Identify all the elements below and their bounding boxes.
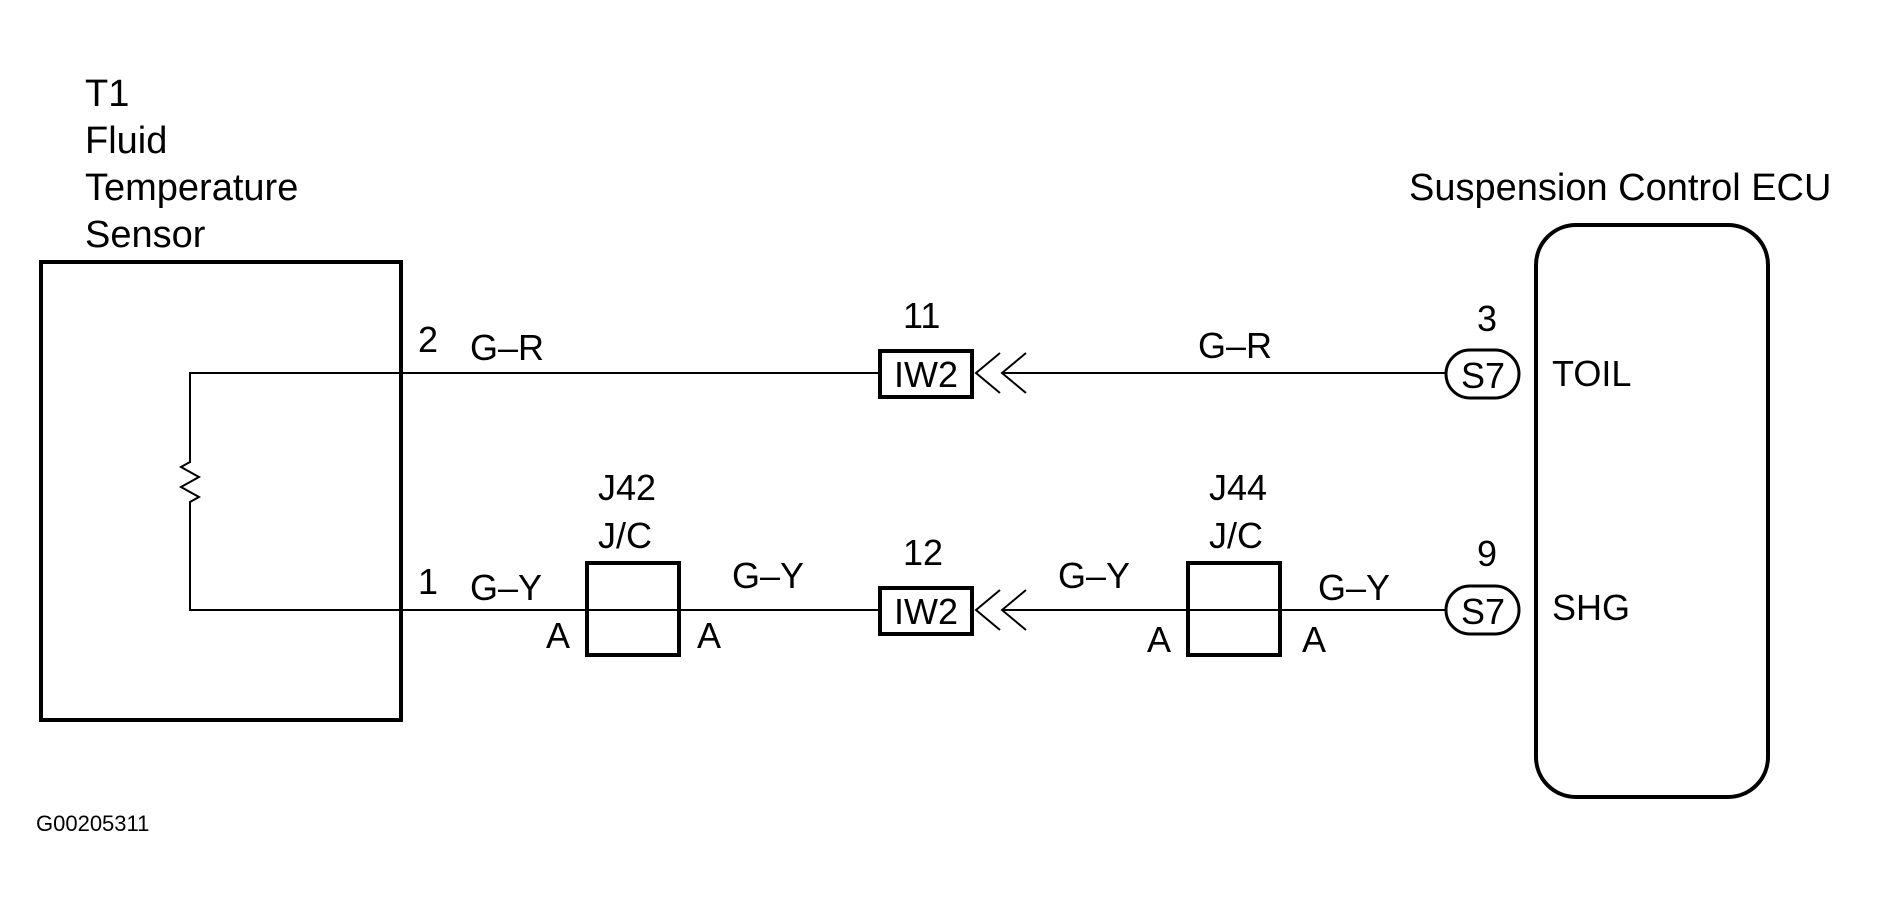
wire-bottom-1-color: G–Y — [470, 567, 542, 608]
j44-type: J/C — [1209, 515, 1263, 556]
j44-name: J44 — [1209, 467, 1267, 508]
ecu-connector-top-label: S7 — [1461, 355, 1505, 396]
j44-right-pin: A — [1302, 619, 1326, 660]
iw2-bottom-label: IW2 — [894, 591, 958, 632]
sensor-title-line-3: Temperature — [85, 167, 298, 209]
sensor-title-line-2: Fluid — [85, 120, 167, 162]
ecu-connector-top — [1444, 348, 1521, 400]
j44-left-pin: A — [1147, 619, 1171, 660]
iw2-bottom-pin: 12 — [903, 532, 943, 573]
sensor-title-line-4: Sensor — [85, 214, 206, 256]
ecu-pin-3: 3 — [1477, 298, 1497, 339]
ecu-terminal-toil: TOIL — [1552, 353, 1631, 394]
figure-code: G00205311 — [36, 811, 149, 836]
sensor-pin-2: 2 — [418, 319, 438, 360]
wire-top-right-color: G–R — [1198, 325, 1272, 366]
sensor-box — [39, 260, 403, 722]
j42-right-pin: A — [697, 615, 721, 656]
iw2-bottom-box — [878, 586, 974, 636]
iw2-top-label: IW2 — [894, 354, 958, 395]
ecu-box — [1534, 223, 1770, 799]
sensor-title-line-1: T1 — [85, 73, 129, 115]
ecu-connector-bottom — [1444, 584, 1521, 636]
ecu-connector-bottom-label: S7 — [1461, 591, 1505, 632]
wire-bottom-3-color: G–Y — [1058, 555, 1130, 596]
sensor-pin-1: 1 — [418, 561, 438, 602]
ecu-pin-9: 9 — [1477, 533, 1497, 574]
sensor-title: T1 Fluid Temperature Sensor — [85, 73, 298, 256]
j42-name: J42 — [598, 467, 656, 508]
iw2-top-box — [878, 349, 974, 399]
resistor-icon — [178, 372, 400, 611]
ecu-title: Suspension Control ECU — [1409, 167, 1831, 209]
wire-top-left-color: G–R — [470, 327, 544, 368]
ecu-terminal-shg: SHG — [1552, 587, 1630, 628]
iw2-top-pin: 11 — [903, 295, 940, 336]
wire-bottom-2-color: G–Y — [732, 555, 804, 596]
j42-left-pin: A — [546, 615, 570, 656]
wire-bottom-4-color: G–Y — [1318, 567, 1390, 608]
j42-type: J/C — [598, 515, 652, 556]
